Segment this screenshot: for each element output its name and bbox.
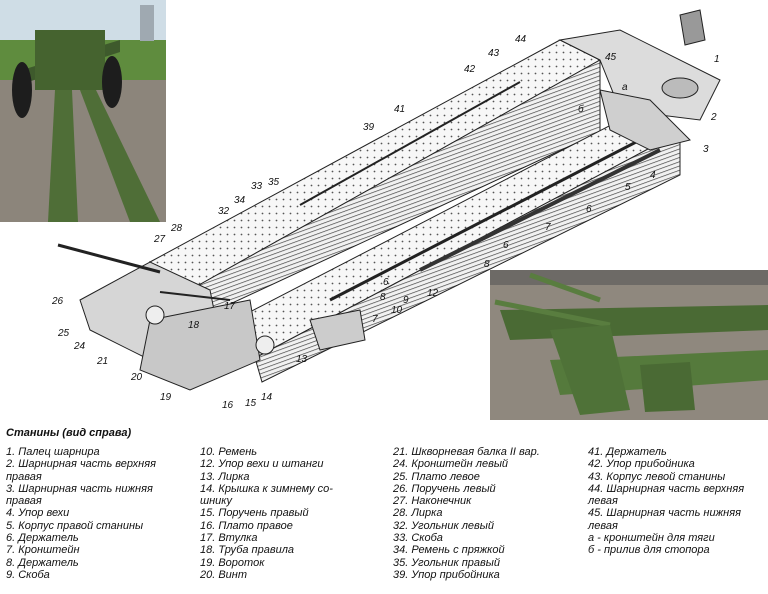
legend-item: 34. Ремень с пряжкой [393, 544, 505, 557]
legend-item: 32. Угольник левый [393, 519, 494, 532]
legend-item: 44. Шарнирная часть верхняя [588, 482, 745, 495]
part-label: 17 [224, 301, 236, 312]
legend-item: 14. Крышка к зимнему со- [200, 482, 333, 495]
part-label: 8 [484, 259, 490, 270]
part-label: 12 [427, 288, 439, 299]
legend-item: 3. Шарнирная часть нижняя [6, 482, 153, 495]
part-label: 13 [296, 354, 308, 365]
part-label: 6 [503, 240, 509, 251]
part-label: 33 [251, 181, 263, 192]
legend-item: 45. Шарнирная часть нижняя [588, 507, 741, 520]
legend-item: 17. Втулка [200, 532, 258, 545]
legend-item: 27. Наконечник [393, 495, 472, 508]
part-label: 1 [714, 54, 720, 65]
legend-column-2: 10. Ремень 12. Упор вехи и штанги 13. Ли… [200, 446, 390, 581]
legend-column-4: 41. Держатель 42. Упор прибойника 43. Ко… [588, 446, 766, 557]
legend-item: 41. Держатель [588, 446, 667, 458]
part-label: 18 [188, 320, 200, 331]
part-label: 14 [261, 392, 273, 403]
part-label: 39 [363, 122, 375, 133]
legend-item: 7. Кронштейн [6, 544, 80, 557]
legend-item: 25. Плато левое [393, 470, 480, 483]
part-label: 16 [222, 400, 234, 411]
hinge-assembly [558, 9, 721, 151]
legend-item: 1. Палец шарнира [6, 446, 100, 458]
part-label: 26 [51, 296, 64, 307]
figure-caption: Станины (вид справа) [6, 427, 132, 439]
part-label: 10 [391, 305, 403, 316]
part-label: б [578, 103, 584, 115]
legend-item: 2. Шарнирная часть верхняя [6, 458, 156, 471]
legend-item: 18. Труба правила [200, 544, 295, 557]
legend-item: а - кронштейн для тяги [588, 532, 715, 545]
part-label: 6 [383, 277, 389, 288]
part-label: 7 [545, 222, 551, 233]
legend-item: 26. Поручень левый [393, 482, 496, 495]
legend-item: 16. Плато правое [200, 519, 293, 532]
carriage-trails-diagram: 1 2 3 4 5 6 6 6 7 7 8 8 9 10 12 13 14 15… [51, 9, 721, 411]
part-label: 3 [703, 144, 709, 155]
part-label: а [622, 82, 628, 93]
trails-photo [490, 270, 768, 420]
legend-item: б - прилив для стопора [588, 544, 710, 557]
legend-item: 21. Шкворневая балка II вар. [393, 446, 540, 458]
legend-item: 20. Винт [200, 568, 248, 581]
part-label: 2 [710, 112, 717, 123]
legend-item: 10. Ремень [200, 446, 258, 458]
legend-item: левая [588, 495, 618, 508]
legend-item: левая [588, 519, 618, 532]
legend-item: 33. Скоба [393, 532, 443, 545]
part-label: 6 [586, 204, 592, 215]
part-label: 4 [650, 170, 656, 181]
part-label: 44 [515, 34, 527, 45]
legend-item: 5. Корпус правой станины [6, 519, 144, 532]
part-label: 34 [234, 195, 246, 206]
legend-item: 15. Поручень правый [200, 507, 309, 520]
part-label: 42 [464, 64, 476, 75]
part-label: 35 [268, 177, 280, 188]
legend-item: 39. Упор прибойника [393, 568, 500, 581]
legend-column-3: 21. Шкворневая балка II вар. 24. Кронште… [393, 446, 583, 581]
legend-item: 12. Упор вехи и штанги [200, 458, 324, 471]
legend-item: 43. Корпус левой станины [588, 470, 726, 483]
part-label: 25 [57, 328, 70, 339]
part-label: 21 [96, 356, 108, 367]
legend-item: правая [6, 470, 42, 483]
part-label: 41 [394, 104, 405, 115]
part-label: 24 [73, 341, 86, 352]
howitzer-photo [0, 0, 166, 222]
part-label: 32 [218, 206, 230, 217]
part-label: 19 [160, 392, 172, 403]
legend-item: 13. Лирка [200, 470, 250, 483]
part-label: 5 [625, 182, 631, 193]
legend-column-1: 1. Палец шарнира 2. Шарнирная часть верх… [6, 446, 196, 581]
legend-item: шнику [200, 495, 232, 508]
part-label: 9 [403, 295, 409, 306]
part-label: 43 [488, 48, 500, 59]
part-label: 15 [245, 398, 257, 409]
part-label: 28 [170, 223, 183, 234]
part-label: 45 [605, 52, 617, 63]
part-number-labels: 1 2 3 4 5 6 6 6 7 7 8 8 9 10 12 13 14 15… [51, 34, 720, 411]
legend-item: 42. Упор прибойника [588, 458, 695, 471]
spade-end [57, 243, 366, 391]
part-label: 7 [372, 314, 378, 325]
part-label: 20 [130, 372, 143, 383]
legend-item: 6. Держатель [6, 532, 79, 545]
legend-item: 28. Лирка [393, 507, 443, 520]
legend-item: 9. Скоба [6, 568, 50, 581]
legend-item: 19. Вороток [200, 556, 265, 569]
part-label: 8 [380, 292, 386, 303]
part-label: 27 [153, 234, 166, 245]
legend-item: 24. Кронштейн левый [393, 458, 509, 471]
legend-item: 4. Упор вехи [6, 507, 70, 520]
legend-item: 8. Держатель [6, 556, 79, 569]
legend-item: 35. Угольник правый [393, 556, 500, 569]
legend-item: правая [6, 495, 42, 508]
